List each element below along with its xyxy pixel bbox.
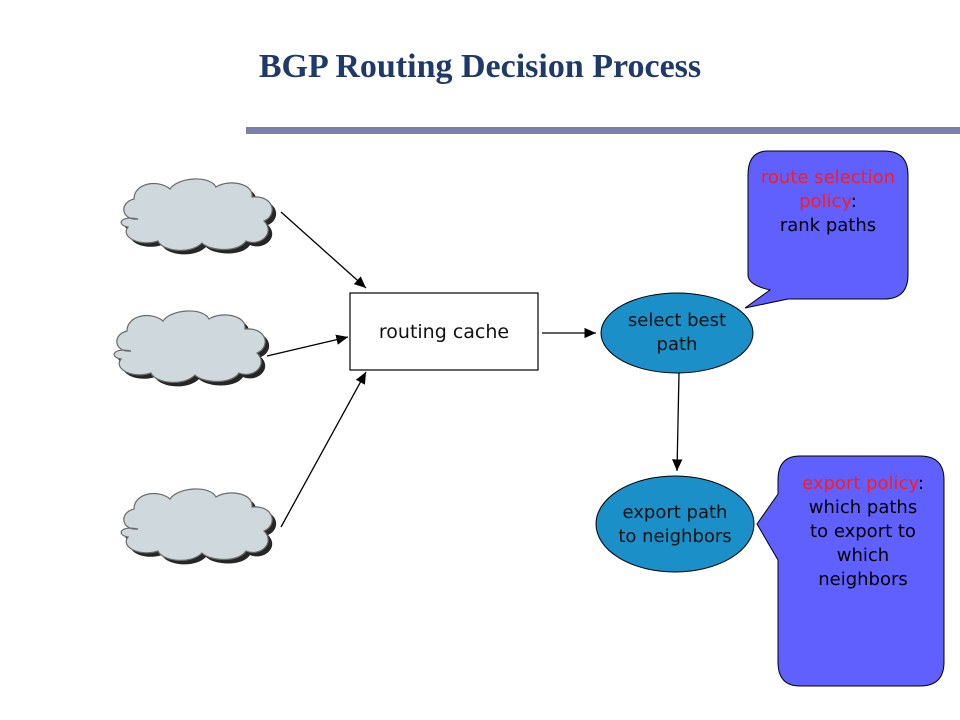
arrow-top-to-cache [280,211,367,289]
select-best-path-node [600,292,754,374]
routing-cache-box [349,292,539,371]
export-path-label: export path to neighbors [618,502,732,547]
cloud-top [120,178,277,255]
cloud-middle [113,310,270,387]
arrow-middle-to-cache [266,334,349,357]
routing-cache-label: routing cache [378,320,510,343]
slide-title: BGP Routing Decision Process [258,48,702,85]
route-policy-text: route selection policy: rank paths [752,166,904,238]
route-policy-callout [744,150,909,309]
export-policy-text: export policy: which paths to export to … [798,472,928,592]
export-policy-rest: which paths to export to which neighbors [808,497,918,590]
cloud-bottom [120,488,277,565]
export-policy-colon: : [917,473,924,494]
route-policy-highlight: route selection policy [760,167,896,212]
arrow-bottom-to-cache [280,371,367,528]
title-rule [246,127,960,134]
export-policy-highlight: export policy [802,473,918,494]
select-best-path-label: select best path [627,310,727,355]
route-policy-colon: : [850,191,857,212]
export-policy-callout [756,455,945,687]
arrow-select-to-export [672,372,683,472]
route-policy-rest: rank paths [779,215,877,236]
export-path-node [595,475,755,573]
